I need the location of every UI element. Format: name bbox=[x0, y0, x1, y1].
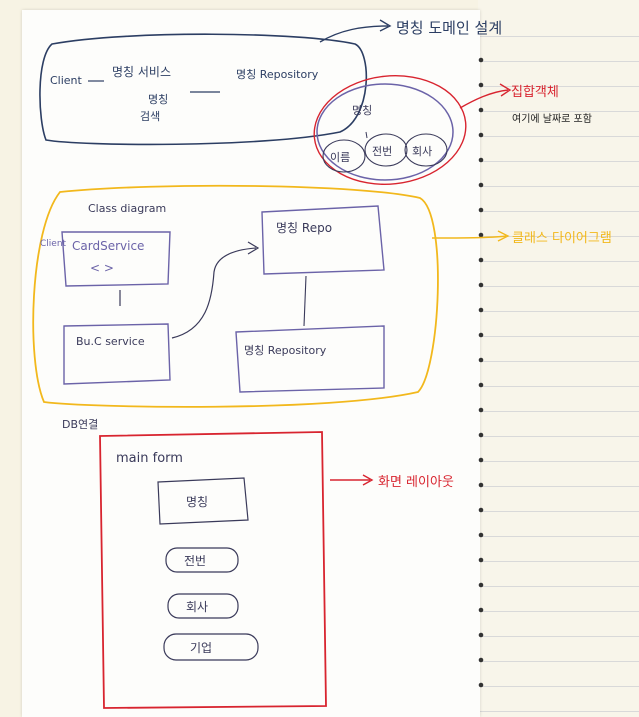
service-label: 명칭 서비스 bbox=[112, 65, 171, 79]
binding-holes bbox=[478, 57, 484, 688]
form-button-1[interactable]: 명칭 bbox=[157, 477, 249, 525]
bc-service-label: Bu.C service bbox=[76, 335, 145, 348]
repo-impl-label: 명칭 Repository bbox=[244, 344, 327, 357]
service-sub-label-2: 검색 bbox=[140, 110, 160, 123]
arrowhead-icon bbox=[362, 474, 374, 486]
repo-interface-label: 명칭 Repo bbox=[276, 221, 332, 235]
class-diagram-boundary bbox=[32, 184, 439, 408]
lined-notebook-page bbox=[478, 0, 639, 717]
bc-to-repo-arrow bbox=[171, 247, 257, 339]
domain-title: 명칭 도메인 설계 bbox=[396, 19, 502, 37]
repo-to-impl-link bbox=[303, 275, 307, 327]
form-button-1-label: 명칭 bbox=[186, 495, 208, 509]
domain-title-arrow bbox=[319, 25, 389, 43]
aggregate-item-circle-1 bbox=[322, 139, 366, 173]
repository-label: 명칭 Repository bbox=[236, 68, 319, 81]
aggregate-item-1: 이름 bbox=[330, 151, 350, 164]
card-service-prefix: Client bbox=[40, 239, 67, 249]
class-diagram-annotation: 클래스 다이어그램 bbox=[512, 231, 612, 246]
form-button-4-label: 기업 bbox=[190, 641, 212, 655]
screen-layout-frame bbox=[99, 431, 327, 709]
class-diagram-annotation-arrow bbox=[431, 235, 507, 239]
aggregate-inner-boundary bbox=[316, 83, 454, 181]
aggregate-item-2: 전번 bbox=[372, 145, 392, 158]
arrowhead-icon bbox=[247, 241, 260, 255]
arrowhead-icon bbox=[499, 83, 512, 97]
aggregate-root-link bbox=[365, 131, 368, 139]
form-button-3-label: 회사 bbox=[186, 600, 208, 614]
repo-impl-box bbox=[235, 325, 385, 393]
screen-layout-title: main form bbox=[116, 451, 183, 466]
domain-model-boundary bbox=[39, 33, 368, 146]
card-service-box bbox=[61, 231, 171, 287]
form-button-4[interactable]: 기업 bbox=[163, 633, 259, 661]
card-service-label: CardService bbox=[72, 239, 144, 253]
arrowhead-icon bbox=[379, 19, 392, 32]
aggregate-annotation-arrow bbox=[459, 89, 509, 109]
repo-interface-box bbox=[261, 205, 385, 275]
sketch-paper bbox=[22, 10, 480, 717]
aggregate-outer-boundary bbox=[313, 75, 467, 185]
form-button-2-label: 전번 bbox=[184, 554, 206, 568]
bc-service-box bbox=[63, 323, 171, 385]
aggregate-title: 명칭 bbox=[352, 104, 372, 117]
aggregate-item-3: 회사 bbox=[412, 145, 432, 158]
client-label: Client bbox=[50, 74, 83, 87]
aggregate-annotation: 집합객체 bbox=[511, 85, 559, 100]
class-diagram-title: Class diagram bbox=[88, 202, 166, 215]
db-connection-label: DB연결 bbox=[62, 418, 98, 431]
aggregate-item-circle-3 bbox=[404, 133, 448, 167]
aggregate-note: 여기에 날짜로 포함 bbox=[512, 113, 592, 125]
form-button-3[interactable]: 회사 bbox=[167, 593, 239, 619]
arrowhead-icon bbox=[497, 230, 510, 242]
screen-layout-annotation: 화면 레이아웃 bbox=[378, 475, 454, 490]
service-sub-label-1: 명칭 bbox=[148, 93, 168, 106]
form-button-2[interactable]: 전번 bbox=[165, 547, 239, 573]
aggregate-item-circle-2 bbox=[364, 133, 408, 167]
card-service-stereotype: < > bbox=[90, 261, 114, 275]
